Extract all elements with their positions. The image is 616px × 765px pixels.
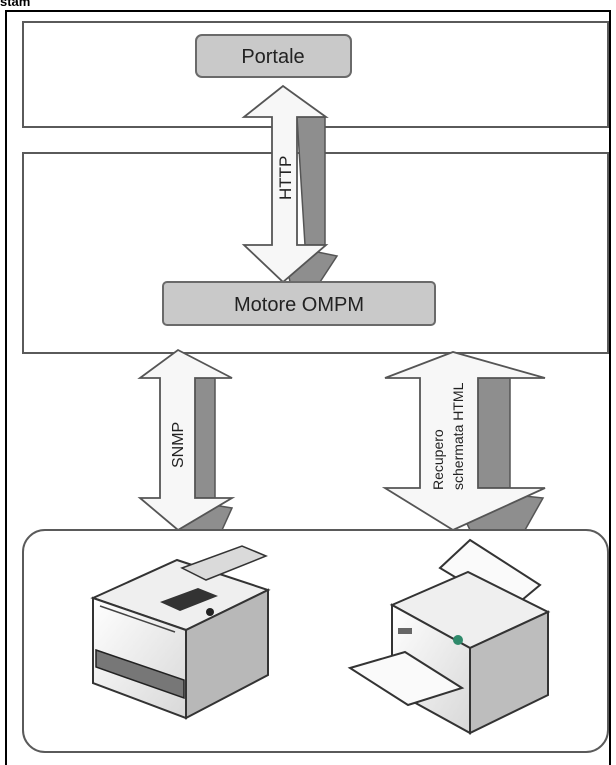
diagram-frame: [5, 10, 611, 765]
printer-icon[interactable]: [347, 538, 551, 735]
http-label: HTTP: [276, 156, 295, 200]
engine-box[interactable]: [162, 281, 436, 326]
snmp-arrow: [137, 348, 236, 532]
snmp-label: SNMP: [170, 422, 187, 468]
corner-label: stam: [0, 0, 31, 9]
portal-box[interactable]: [195, 34, 352, 78]
html-label-line1: Recupero: [430, 429, 446, 490]
html-retrieval-arrow: [381, 351, 546, 532]
portal-label: Portale: [241, 46, 304, 68]
engine-label: Motore OMPM: [234, 294, 364, 316]
http-arrow: [241, 84, 339, 284]
multifunction-printer-icon[interactable]: [90, 545, 271, 720]
html-label-line2: schermata HTML: [450, 382, 466, 490]
